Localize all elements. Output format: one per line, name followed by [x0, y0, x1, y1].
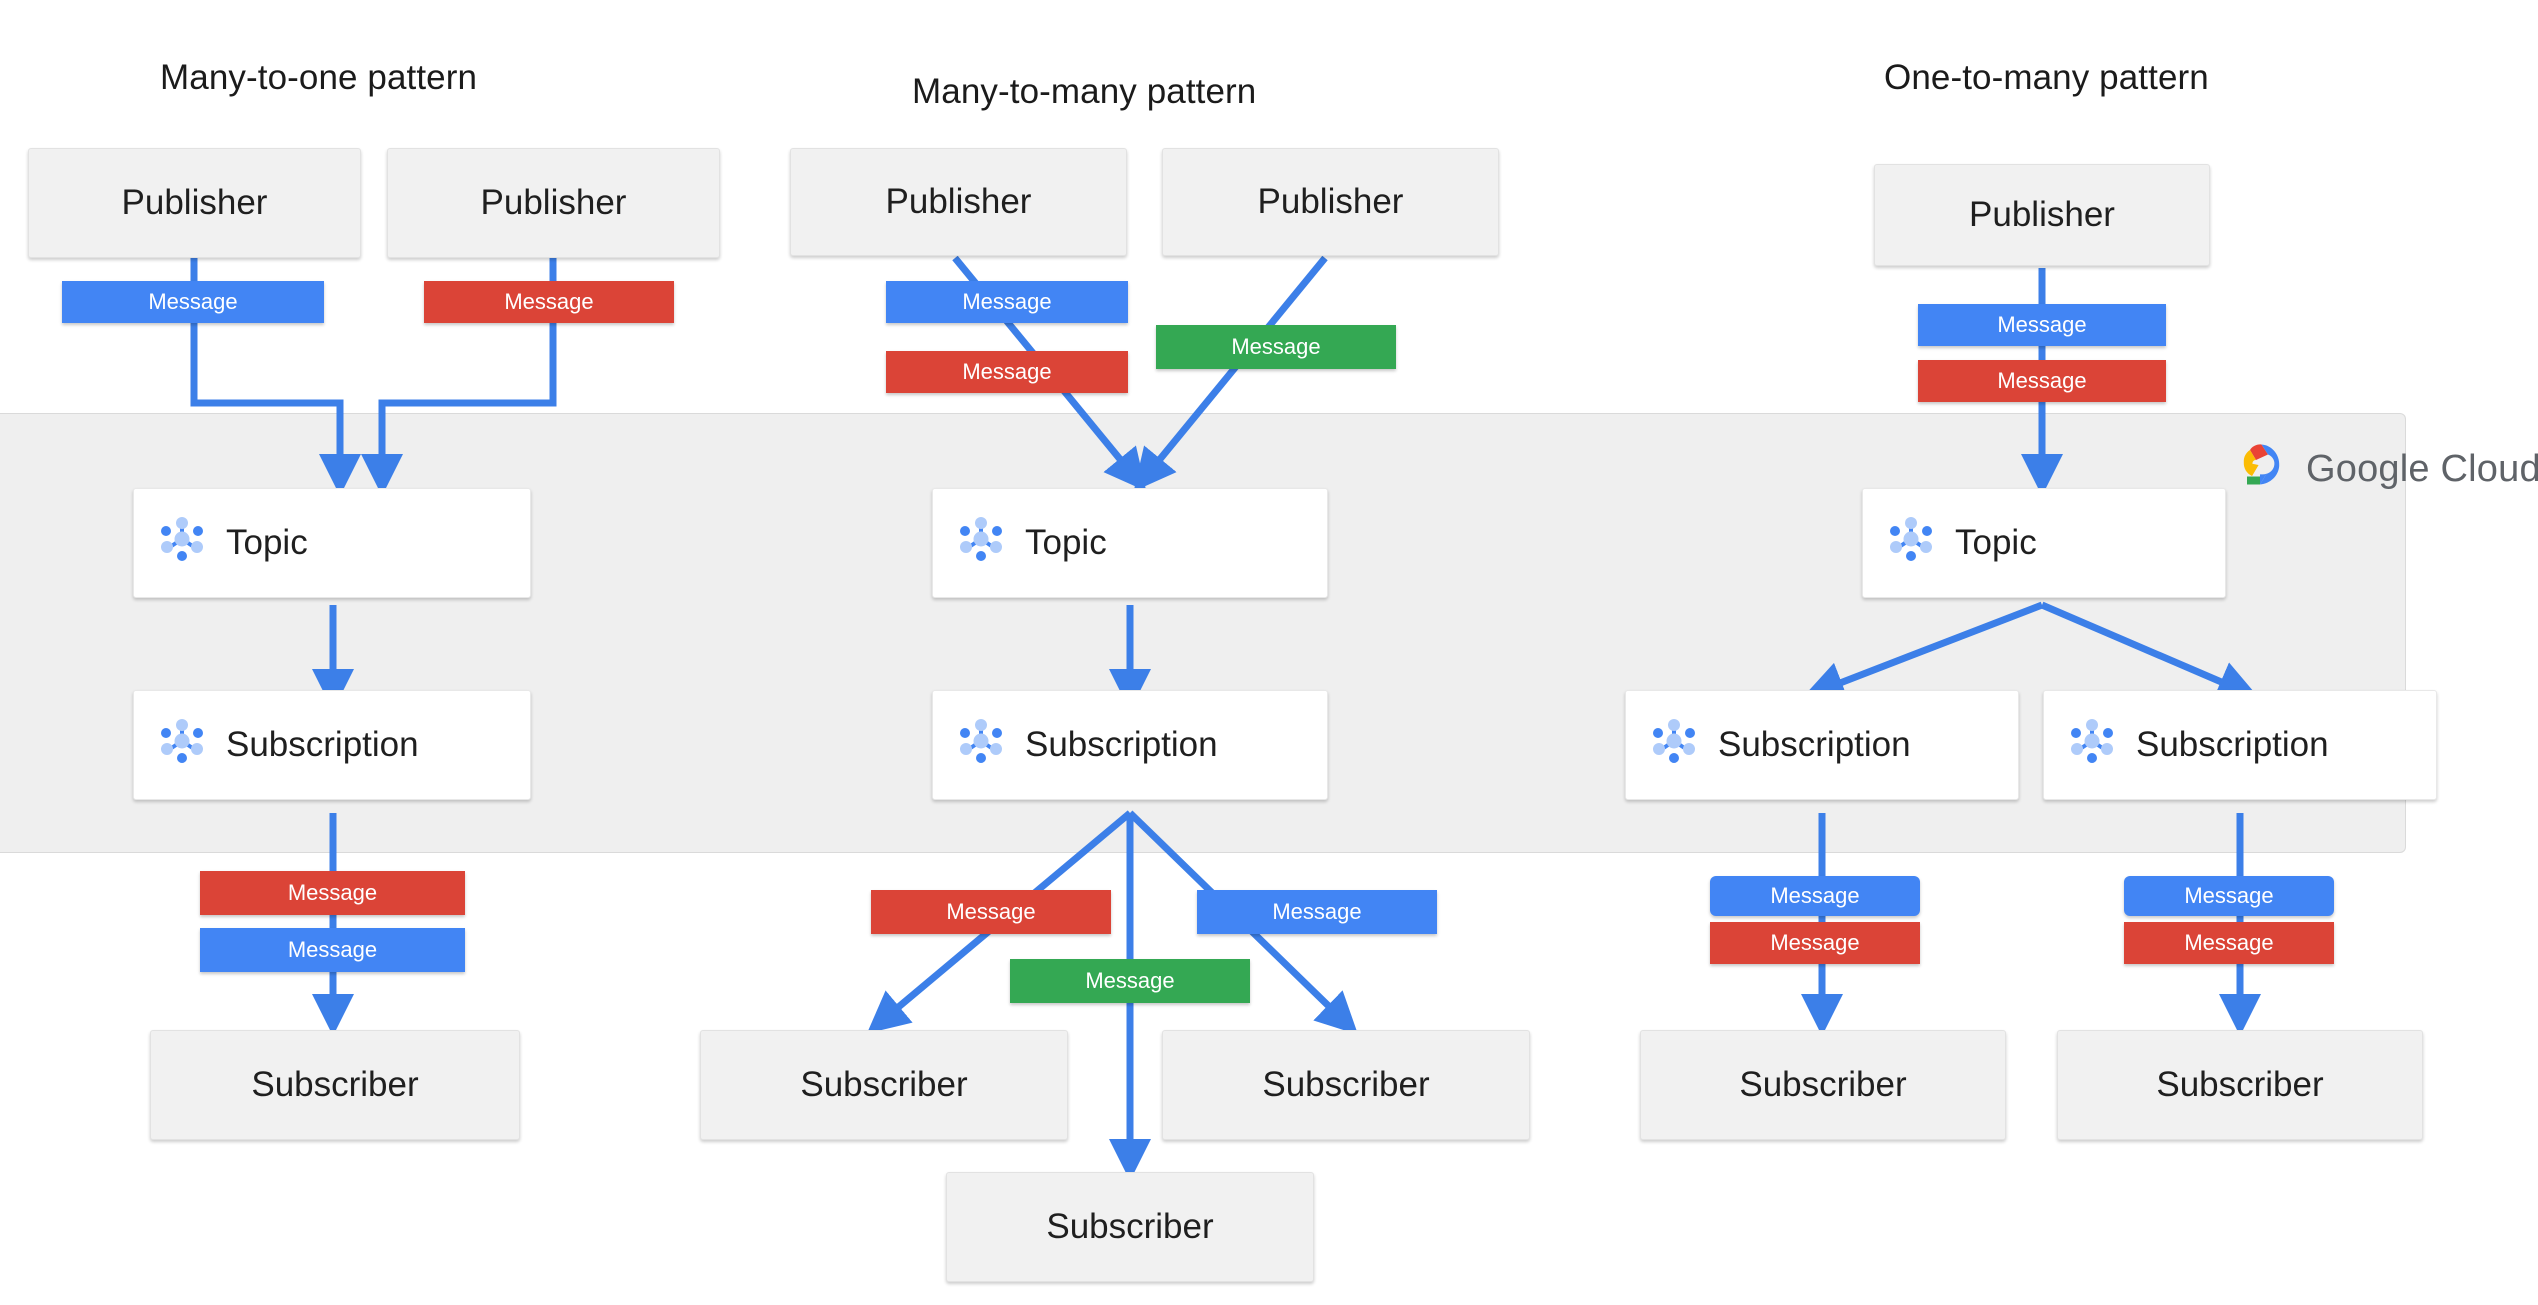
message-label: Message [1231, 334, 1321, 359]
message-chip-blue: Message [1710, 876, 1920, 916]
subscription-box[interactable]: Subscription [133, 690, 531, 800]
message-chip-red: Message [1710, 922, 1920, 964]
message-label: Message [962, 359, 1052, 384]
publisher-box[interactable]: Publisher [1162, 148, 1499, 256]
message-label: Message [148, 289, 238, 314]
subscriber-label: Subscriber [1262, 1065, 1430, 1104]
google-cloud-brand: Google Cloud [2232, 443, 2538, 496]
publisher-box[interactable]: Publisher [1874, 164, 2210, 266]
publisher-label: Publisher [121, 183, 268, 222]
pubsub-subscription-icon [1648, 715, 1700, 776]
message-chip-blue: Message [1918, 304, 2166, 346]
message-chip-red: Message [886, 351, 1128, 393]
message-label: Message [962, 289, 1052, 314]
google-cloud-wordmark: Google Cloud [2306, 448, 2538, 491]
subscriber-label: Subscriber [1739, 1065, 1907, 1104]
publisher-box[interactable]: Publisher [790, 148, 1127, 256]
message-label: Message [1085, 968, 1175, 993]
publisher-box[interactable]: Publisher [28, 148, 361, 258]
pubsub-topic-icon [955, 513, 1007, 574]
column-title-many-to-many: Many-to-many pattern [912, 72, 1257, 111]
subscriber-label: Subscriber [1046, 1207, 1214, 1246]
pubsub-topic-icon [1885, 513, 1937, 574]
message-chip-red: Message [871, 890, 1111, 934]
subscriber-box[interactable]: Subscriber [1640, 1030, 2006, 1140]
subscriber-box[interactable]: Subscriber [2057, 1030, 2423, 1140]
subscription-box[interactable]: Subscription [2043, 690, 2437, 800]
subscriber-label: Subscriber [800, 1065, 968, 1104]
publisher-label: Publisher [885, 182, 1032, 221]
message-chip-red: Message [424, 281, 674, 323]
column-title-many-to-one: Many-to-one pattern [160, 58, 478, 97]
pubsub-topic-icon [156, 513, 208, 574]
message-label: Message [2184, 883, 2274, 908]
message-chip-blue: Message [62, 281, 324, 323]
topic-box[interactable]: Topic [932, 488, 1328, 598]
pubsub-subscription-icon [156, 715, 208, 776]
subscriber-box[interactable]: Subscriber [1162, 1030, 1530, 1140]
message-chip-green: Message [1156, 325, 1396, 369]
message-label: Message [1770, 930, 1860, 955]
message-chip-green: Message [1010, 959, 1250, 1003]
brand-word-cloud: Cloud [2440, 448, 2538, 490]
subscriber-label: Subscriber [2156, 1065, 2324, 1104]
subscription-label: Subscription [226, 725, 419, 764]
topic-label: Topic [1955, 523, 2037, 562]
message-chip-red: Message [2124, 922, 2334, 964]
message-chip-blue: Message [2124, 876, 2334, 916]
message-chip-blue: Message [200, 928, 465, 972]
message-label: Message [1997, 368, 2087, 393]
subscriber-box[interactable]: Subscriber [946, 1172, 1314, 1282]
subscription-label: Subscription [1718, 725, 1911, 764]
topic-label: Topic [226, 523, 308, 562]
subscription-box[interactable]: Subscription [932, 690, 1328, 800]
publisher-label: Publisher [1257, 182, 1404, 221]
message-chip-red: Message [200, 871, 465, 915]
subscription-box[interactable]: Subscription [1625, 690, 2019, 800]
message-label: Message [287, 937, 378, 962]
publisher-label: Publisher [1969, 195, 2115, 234]
subscription-label: Subscription [2136, 725, 2329, 764]
message-label: Message [504, 289, 594, 314]
message-label: Message [1272, 899, 1362, 924]
subscriber-box[interactable]: Subscriber [150, 1030, 520, 1140]
publisher-label: Publisher [480, 183, 627, 222]
message-label: Message [287, 880, 378, 905]
subscriber-box[interactable]: Subscriber [700, 1030, 1068, 1140]
google-cloud-logo-icon [2232, 443, 2290, 496]
publisher-box[interactable]: Publisher [387, 148, 720, 258]
topic-box[interactable]: Topic [1862, 488, 2226, 598]
message-label: Message [1997, 312, 2087, 337]
subscriber-label: Subscriber [251, 1065, 419, 1104]
brand-word-google: Google [2306, 448, 2430, 490]
topic-label: Topic [1025, 523, 1107, 562]
message-chip-red: Message [1918, 360, 2166, 402]
message-chip-blue: Message [1197, 890, 1437, 934]
message-chip-blue: Message [886, 281, 1128, 323]
subscription-label: Subscription [1025, 725, 1218, 764]
message-label: Message [946, 899, 1036, 924]
pubsub-subscription-icon [955, 715, 1007, 776]
column-title-one-to-many: One-to-many pattern [1884, 58, 2209, 97]
pubsub-subscription-icon [2066, 715, 2118, 776]
topic-box[interactable]: Topic [133, 488, 531, 598]
message-label: Message [2184, 930, 2274, 955]
message-label: Message [1770, 883, 1860, 908]
